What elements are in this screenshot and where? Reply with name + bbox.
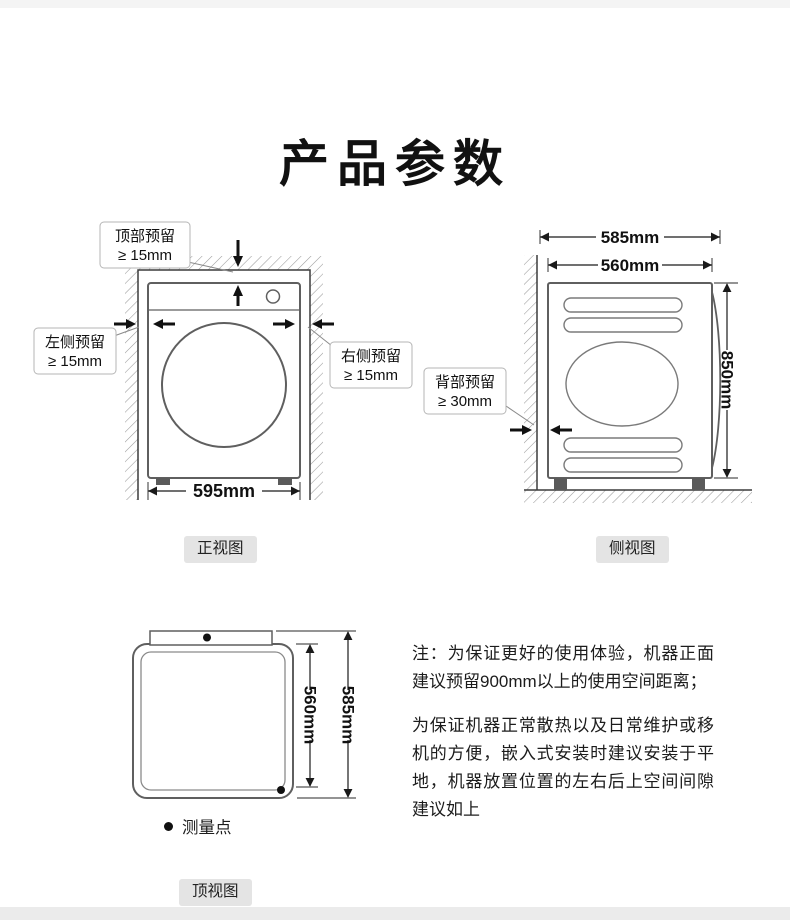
measure-point-front [277, 786, 285, 794]
door-circle [161, 322, 287, 448]
measure-point-dot-icon [164, 821, 173, 831]
right-clearance-arrow-right-icon [273, 319, 295, 329]
top-clearance-text-2: ≥ 15mm [118, 247, 172, 264]
top-depth-inner-text: 560mm [301, 686, 320, 745]
top-clearance-arrow-up-icon [233, 285, 243, 306]
side-foot-front [692, 478, 705, 490]
depth-outer-dimension: 585mm [539, 227, 721, 247]
left-clearance-text-1: 左侧预留 [45, 334, 105, 351]
vent-slot-1 [563, 297, 683, 313]
note-paragraph-1: 注：为保证更好的使用体验，机器正面建议预留900mm以上的使用空间距离； [412, 644, 714, 691]
foot-right [278, 478, 292, 485]
width-dimension: 595mm [147, 481, 301, 501]
side-foot-back [554, 478, 567, 490]
foot-left [156, 478, 170, 485]
measure-point-legend: 测量点 [164, 814, 232, 838]
left-clearance-text-2: ≥ 15mm [48, 353, 102, 370]
machine-side [547, 282, 722, 490]
machine-body [147, 282, 301, 479]
right-clearance-text-1: 右侧预留 [341, 348, 401, 365]
bottom-divider-strip [0, 907, 790, 920]
knob-circle [265, 289, 281, 304]
floor-hatch [524, 490, 752, 503]
vent-slot-2 [563, 317, 683, 333]
wall-hatch-right [310, 270, 323, 500]
back-clearance-text-2: ≥ 30mm [438, 393, 492, 410]
machine-front [147, 282, 301, 485]
back-clearance-arrow-right-icon [510, 425, 532, 435]
back-panel-strip [149, 630, 273, 646]
top-clearance-arrow-down-icon [233, 240, 243, 267]
depth-inner-text: 560mm [601, 256, 660, 275]
top-view-diagram: 560mm 585mm [132, 630, 358, 799]
height-dimension: 850mm [714, 282, 738, 479]
right-clearance-arrow-left-icon [312, 319, 334, 329]
left-clearance-arrow-left-icon [153, 319, 175, 329]
top-depth-outer-dimension: 585mm [276, 630, 358, 799]
vent-slot-4 [563, 457, 683, 473]
clearance-arrows [114, 240, 334, 329]
page-title: 产品参数 [279, 135, 511, 192]
back-clearance-label: 背部预留 ≥ 30mm [423, 367, 535, 426]
measure-point-label: 测量点 [182, 819, 232, 837]
note-paragraph-2: 为保证机器正常散热以及日常维护或移机的方便，嵌入式安装时建议安装于平地，机器放置… [412, 716, 714, 819]
height-dimension-text: 850mm [718, 351, 737, 410]
top-depth-outer-text: 585mm [339, 686, 358, 745]
right-clearance-text-2: ≥ 15mm [344, 367, 398, 384]
back-clearance-arrow-left-icon [550, 425, 572, 435]
wall-hatch-back [524, 255, 537, 490]
back-clearance-text-1: 背部预留 [435, 374, 495, 391]
door-bulge [711, 291, 722, 469]
right-clearance-label: 右侧预留 ≥ 15mm [307, 326, 413, 389]
side-view-diagram: 585mm 560mm [423, 227, 752, 503]
measure-point-back [203, 633, 211, 642]
drum-ellipse [565, 341, 679, 427]
vent-slot-3 [563, 437, 683, 453]
back-clearance-arrows [510, 425, 572, 435]
machine-top [132, 630, 294, 799]
front-view-badge: 正视图 [184, 536, 257, 563]
installation-notes: 注：为保证更好的使用体验，机器正面建议预留900mm以上的使用空间距离； 为保证… [412, 640, 714, 840]
top-clearance-text-1: 顶部预留 [115, 228, 175, 245]
side-view-badge: 侧视图 [596, 536, 669, 563]
top-divider-strip [0, 0, 790, 8]
lid-inner-line [140, 651, 286, 791]
front-view-diagram: 顶部预留 ≥ 15mm 左侧预留 ≥ 15mm 右侧预留 ≥ 15mm 595m… [33, 221, 413, 501]
depth-inner-dimension: 560mm [547, 255, 713, 275]
machine-top-body [132, 643, 294, 799]
wall-hatch-left [125, 270, 138, 500]
width-dimension-text: 595mm [193, 481, 255, 501]
depth-outer-text: 585mm [601, 228, 660, 247]
left-clearance-label: 左侧预留 ≥ 15mm [33, 326, 140, 375]
top-clearance-label: 顶部预留 ≥ 15mm [99, 221, 234, 273]
left-clearance-arrow-right-icon [114, 319, 136, 329]
top-depth-inner-dimension: 560mm [296, 643, 320, 788]
top-view-badge: 顶视图 [179, 879, 252, 906]
